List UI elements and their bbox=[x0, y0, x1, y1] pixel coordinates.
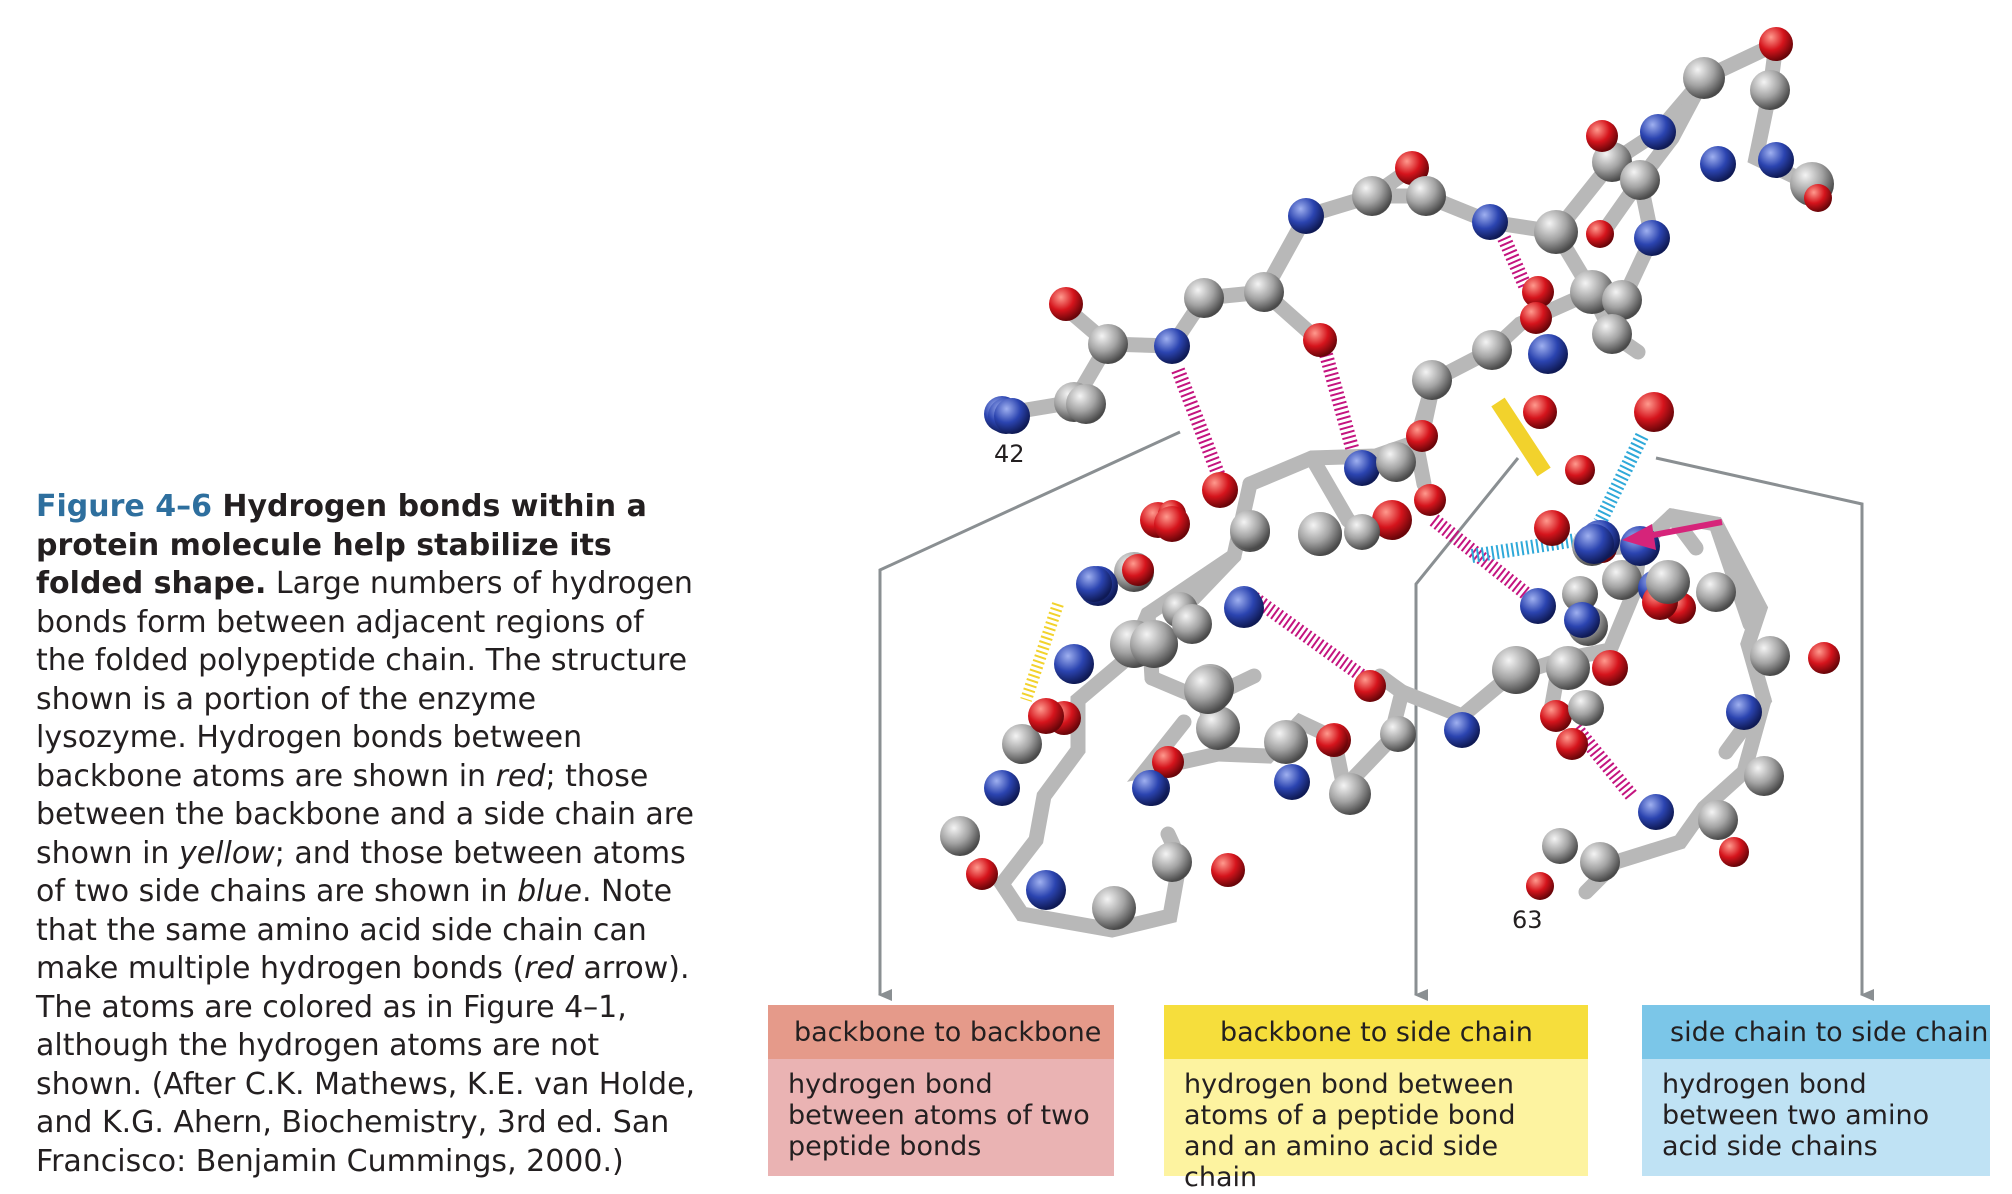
leader-sidechain bbox=[1655, 456, 1874, 1001]
legend-backbone-to-side-chain: backbone to side chain hydrogen bond bet… bbox=[1164, 1005, 1588, 1193]
legend-description: hydrogen bond between atoms of two pepti… bbox=[768, 1059, 1114, 1176]
legend-backbone-to-backbone: backbone to backbone hydrogen bond betwe… bbox=[768, 1005, 1114, 1176]
legend-header: backbone to backbone bbox=[768, 1005, 1114, 1059]
caption-em-blue: blue bbox=[517, 874, 582, 909]
caption-text: ; and those between atoms of two side ch… bbox=[36, 835, 686, 910]
legend-header: backbone to side chain bbox=[1164, 1005, 1588, 1059]
caption-text: arrow). The atoms are colored as in Figu… bbox=[36, 951, 696, 1179]
legend-header: side chain to side chain bbox=[1642, 1005, 1990, 1059]
caption-text: Large numbers of hydrogen bonds form bet… bbox=[36, 566, 693, 794]
residue-label-end: 63 bbox=[1512, 906, 1543, 934]
hydrogen-bonds bbox=[1020, 235, 1649, 801]
figure-caption: Figure 4–6 Hydrogen bonds within a prote… bbox=[36, 488, 696, 1181]
leader-backbone-sidechain bbox=[1414, 457, 1520, 1001]
residue-label-start: 42 bbox=[994, 440, 1025, 468]
legend-description: hydrogen bond between two amino acid sid… bbox=[1642, 1059, 1990, 1176]
multiple-hbond-arrow bbox=[1622, 519, 1723, 550]
hbonds-sidechain-sidechain bbox=[1470, 432, 1649, 563]
figure-number: Figure 4–6 bbox=[36, 489, 212, 524]
hbonds-backbone-sidechain bbox=[1020, 397, 1551, 702]
leader-backbone bbox=[878, 430, 1181, 1001]
hbonds-backbone-backbone bbox=[1171, 235, 1638, 801]
leader-lines bbox=[878, 430, 1874, 1001]
legend-side-chain-to-side-chain: side chain to side chain hydrogen bond b… bbox=[1642, 1005, 1990, 1176]
caption-text: ; those between the backbone and a side … bbox=[36, 758, 694, 871]
legend-description: hydrogen bond between atoms of a peptide… bbox=[1164, 1059, 1588, 1193]
figure-title: Hydrogen bonds within a protein molecule… bbox=[36, 489, 647, 601]
caption-em-yellow: yellow bbox=[178, 835, 275, 871]
caption-em-red-arrow: red bbox=[524, 951, 575, 986]
caption-em-red: red bbox=[495, 758, 546, 794]
atoms bbox=[940, 27, 1840, 930]
caption-text: . Note that the same amino acid side cha… bbox=[36, 874, 673, 986]
